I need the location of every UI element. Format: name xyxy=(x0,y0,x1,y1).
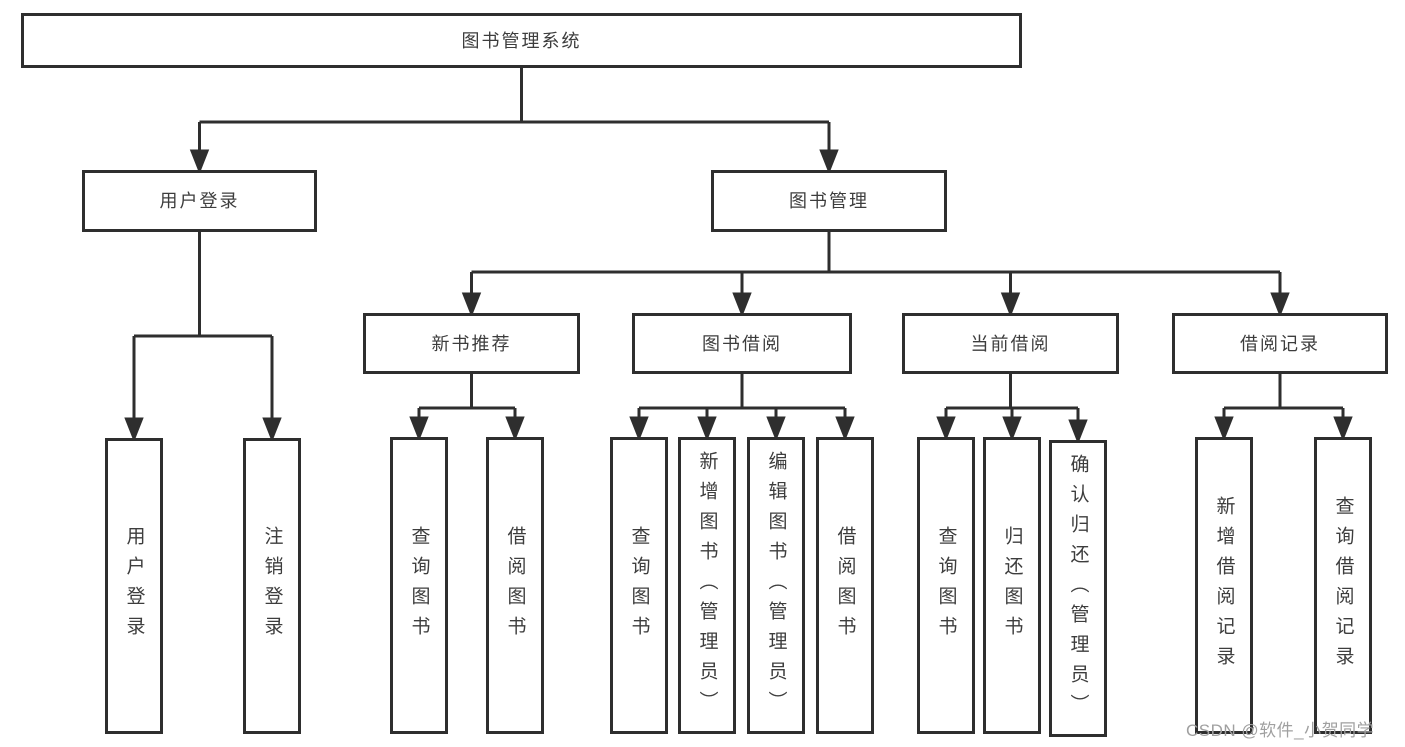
edge-new-book-to-leaves xyxy=(409,374,525,442)
node-user-login: 用户登录 xyxy=(82,170,317,232)
leaf-add-borrow-record-label: 新增借阅记录 xyxy=(1213,495,1235,676)
edge-book-borrow-to-leaves xyxy=(629,374,855,442)
arrowhead xyxy=(124,417,144,443)
leaf-borrow-book: 借阅图书 xyxy=(816,437,874,734)
node-borrow-record: 借阅记录 xyxy=(1172,313,1388,374)
node-user-login-label: 用户登录 xyxy=(159,191,240,211)
leaf-return-book: 归还图书 xyxy=(983,437,1041,734)
leaf-user-login: 用户登录 xyxy=(105,438,163,734)
edge-book-mgmt-to-level3 xyxy=(461,232,1290,318)
arrowhead xyxy=(1214,416,1234,442)
leaf-query-books-borrow: 查询图书 xyxy=(610,437,668,734)
arrowhead xyxy=(835,416,855,442)
node-book-borrow-label: 图书借阅 xyxy=(702,333,782,354)
arrowhead xyxy=(1068,419,1088,445)
leaf-return-book-label: 归还图书 xyxy=(1001,525,1023,646)
leaf-query-books-borrow-label: 查询图书 xyxy=(628,525,650,646)
arrowhead xyxy=(409,416,429,442)
node-current-borrow-label: 当前借阅 xyxy=(970,333,1051,354)
leaf-query-books-current-label: 查询图书 xyxy=(935,525,957,646)
leaf-confirm-return-admin: 确认归还（管理员） xyxy=(1049,440,1107,737)
arrowhead xyxy=(766,416,786,442)
leaf-user-login-label: 用户登录 xyxy=(123,526,145,646)
csdn-watermark: CSDN @软件_小贺同学 xyxy=(1186,721,1375,740)
leaf-query-books-current: 查询图书 xyxy=(917,437,975,734)
edge-borrow-record-to-leaves xyxy=(1214,374,1353,442)
node-book-management-label: 图书管理 xyxy=(789,191,869,211)
leaf-logout-label: 注销登录 xyxy=(261,526,283,646)
node-borrow-record-label: 借阅记录 xyxy=(1240,333,1320,354)
arrowhead xyxy=(1270,292,1290,318)
node-new-book-recommend: 新书推荐 xyxy=(363,313,580,374)
leaf-edit-book-admin-label: 编辑图书（管理员） xyxy=(765,450,787,721)
leaf-add-book-admin-label: 新增图书（管理员） xyxy=(696,450,718,721)
leaf-edit-book-admin: 编辑图书（管理员） xyxy=(747,437,805,734)
arrowhead xyxy=(697,416,717,442)
node-root-label: 图书管理系统 xyxy=(461,30,582,51)
node-new-book-recommend-label: 新书推荐 xyxy=(431,333,512,354)
edge-current-borrow-to-leaves xyxy=(936,374,1088,445)
arrowhead xyxy=(505,416,525,442)
arrowhead xyxy=(732,292,752,318)
leaf-borrow-books-recommend: 借阅图书 xyxy=(486,437,544,734)
edge-root-to-level2 xyxy=(189,68,839,175)
arrowhead xyxy=(819,149,839,175)
arrowhead xyxy=(1002,416,1022,442)
node-book-management: 图书管理 xyxy=(711,170,947,232)
leaf-query-borrow-record: 查询借阅记录 xyxy=(1314,437,1372,734)
leaf-query-borrow-record-label: 查询借阅记录 xyxy=(1332,495,1354,676)
node-root: 图书管理系统 xyxy=(21,13,1022,68)
leaf-confirm-return-admin-label: 确认归还（管理员） xyxy=(1067,453,1089,724)
arrowhead xyxy=(262,417,282,443)
leaf-logout: 注销登录 xyxy=(243,438,301,734)
leaf-borrow-books-recommend-label: 借阅图书 xyxy=(504,525,526,646)
arrowhead xyxy=(461,292,482,318)
leaf-add-borrow-record: 新增借阅记录 xyxy=(1195,437,1253,734)
node-book-borrow: 图书借阅 xyxy=(632,313,852,374)
node-current-borrow: 当前借阅 xyxy=(902,313,1119,374)
leaf-query-books-recommend-label: 查询图书 xyxy=(408,525,430,646)
leaf-query-books-recommend: 查询图书 xyxy=(390,437,448,734)
arrowhead xyxy=(1333,416,1353,442)
arrowhead xyxy=(629,416,649,442)
arrowhead xyxy=(1000,292,1021,318)
leaf-borrow-book-label: 借阅图书 xyxy=(834,525,856,646)
arrowhead xyxy=(936,416,956,442)
edge-user-login-to-leaves xyxy=(124,232,282,443)
leaf-add-book-admin: 新增图书（管理员） xyxy=(678,437,736,734)
arrowhead xyxy=(189,149,210,175)
